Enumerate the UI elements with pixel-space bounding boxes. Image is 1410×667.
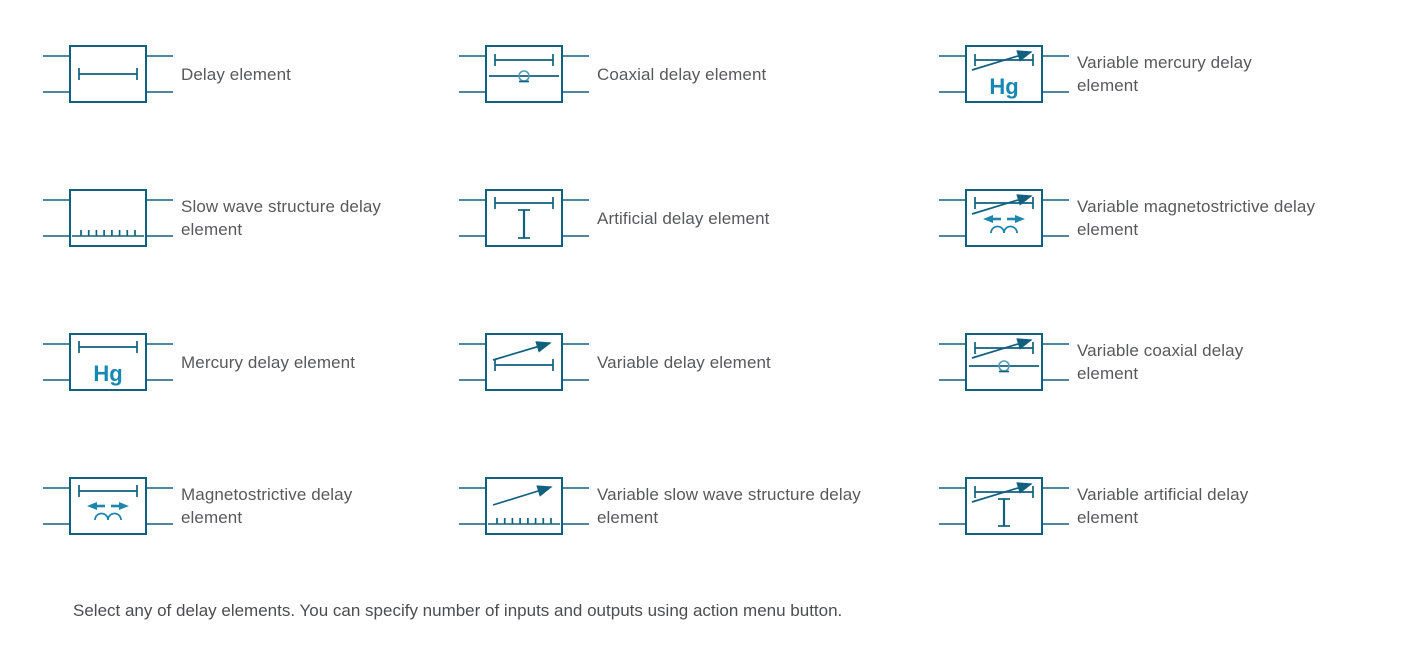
symbol-item-variable-mercury-delay-element[interactable]: Hg Variable mercury delay element <box>939 45 1302 103</box>
symbol-item-delay-element[interactable]: Delay element <box>43 45 291 103</box>
symbol-label: Slow wave structure delay element <box>181 197 381 239</box>
delay-element-icon <box>43 45 173 103</box>
variable-slow-wave-structure-delay-element-icon <box>459 477 589 535</box>
symbol-label: Variable mercury delay element <box>1077 53 1252 95</box>
symbol-item-variable-delay-element[interactable]: Variable delay element <box>459 333 771 391</box>
variability-arrow-icon <box>971 50 1033 71</box>
delay-line-glyph <box>78 68 138 80</box>
coaxial-glyph <box>969 360 1039 373</box>
connector-stubs <box>459 487 589 525</box>
symbol-label: Mercury delay element <box>181 352 356 372</box>
symbol-box <box>965 45 1043 103</box>
symbol-box <box>485 333 563 391</box>
variable-artificial-delay-element-icon <box>939 477 1069 535</box>
symbol-item-mercury-delay-element[interactable]: Hg Mercury delay element <box>43 333 355 391</box>
coaxial-delay-element-icon <box>459 45 589 103</box>
connector-stubs <box>459 199 589 237</box>
symbol-label: Delay element <box>181 64 291 84</box>
i-beam-glyph <box>998 498 1010 527</box>
delay-line-glyph <box>494 359 554 371</box>
symbol-label: Coaxial delay element <box>597 64 767 84</box>
symbol-item-slow-wave-structure-delay-element[interactable]: Slow wave structure delay element <box>43 189 431 247</box>
variable-delay-element-icon <box>459 333 589 391</box>
delay-line-glyph <box>494 197 554 209</box>
symbol-label: Artificial delay element <box>597 208 770 228</box>
connector-stubs <box>459 55 589 93</box>
connector-stubs <box>939 343 1069 381</box>
symbol-label: Variable coaxial delay element <box>1077 341 1244 383</box>
mercury-hg-text: Hg <box>989 74 1018 99</box>
symbol-item-variable-coaxial-delay-element[interactable]: Variable coaxial delay element <box>939 333 1282 391</box>
connector-stubs <box>939 487 1069 525</box>
slow-wave-comb-glyph <box>72 230 144 237</box>
variability-arrow-icon <box>971 338 1033 359</box>
mercury-hg-text: Hg <box>93 361 122 386</box>
connector-stubs <box>939 199 1069 237</box>
connector-stubs <box>43 487 173 525</box>
variable-mercury-delay-element-icon: Hg <box>939 45 1069 103</box>
slow-wave-structure-delay-element-icon <box>43 189 173 247</box>
symbol-item-magnetostrictive-delay-element[interactable]: Magnetostrictive delay element <box>43 477 396 535</box>
artificial-delay-element-icon <box>459 189 589 247</box>
symbol-box <box>965 333 1043 391</box>
connector-stubs <box>939 55 1069 93</box>
symbol-item-variable-slow-wave-structure-delay-element[interactable]: Variable slow wave structure delay eleme… <box>459 477 907 535</box>
symbol-box <box>485 189 563 247</box>
symbol-box <box>69 189 147 247</box>
delay-line-glyph <box>494 54 554 66</box>
symbol-label: Variable slow wave structure delay eleme… <box>597 485 861 527</box>
instruction-text: Select any of delay elements. You can sp… <box>73 601 843 620</box>
connector-stubs <box>459 343 589 381</box>
mercury-delay-element-icon: Hg <box>43 333 173 391</box>
variable-magnetostrictive-delay-element-icon <box>939 189 1069 247</box>
slow-wave-comb-glyph <box>488 518 560 525</box>
symbol-box <box>69 477 147 535</box>
variability-arrow-icon <box>492 485 553 506</box>
symbol-item-variable-magnetostrictive-delay-element[interactable]: Variable magnetostrictive delay element <box>939 189 1362 247</box>
symbol-box <box>485 45 563 103</box>
connector-stubs <box>43 55 173 93</box>
delay-line-glyph <box>78 485 138 497</box>
i-beam-glyph <box>518 209 530 239</box>
symbol-label: Variable magnetostrictive delay element <box>1077 197 1316 239</box>
symbol-item-artificial-delay-element[interactable]: Artificial delay element <box>459 189 769 247</box>
symbol-item-variable-artificial-delay-element[interactable]: Variable artificial delay element <box>939 477 1292 535</box>
variability-arrow-icon <box>971 194 1033 215</box>
connector-stubs <box>43 343 173 381</box>
symbol-box <box>69 333 147 391</box>
magnetostrictive-glyph <box>87 502 129 521</box>
symbol-label: Variable artificial delay element <box>1077 485 1249 527</box>
symbol-box <box>485 477 563 535</box>
variability-arrow-icon <box>971 482 1033 503</box>
variable-coaxial-delay-element-icon <box>939 333 1069 391</box>
magnetostrictive-glyph <box>983 215 1025 234</box>
symbol-box <box>965 189 1043 247</box>
variability-arrow-icon <box>492 341 552 361</box>
symbol-label: Variable delay element <box>597 352 771 372</box>
delay-line-glyph <box>78 341 138 353</box>
symbol-item-coaxial-delay-element[interactable]: Coaxial delay element <box>459 45 766 103</box>
symbol-label: Magnetostrictive delay element <box>181 485 353 527</box>
connector-stubs <box>43 199 173 237</box>
symbol-box <box>69 45 147 103</box>
symbol-box <box>965 477 1043 535</box>
coaxial-glyph <box>489 70 559 83</box>
magnetostrictive-delay-element-icon <box>43 477 173 535</box>
